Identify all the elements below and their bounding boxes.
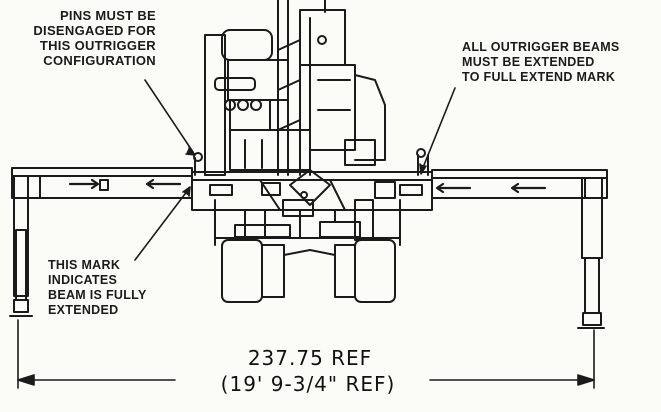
mark-note-line: INDICATES: [48, 273, 118, 287]
fully-extended-mark-note: THIS MARK INDICATES BEAM IS FULLY EXTEND…: [48, 258, 147, 318]
mark-note-line: BEAM IS FULLY: [48, 288, 147, 302]
leader-lines: [134, 79, 456, 261]
mark-note-line: THIS MARK: [48, 258, 121, 272]
dimension-primary: 237.75 REF: [247, 346, 373, 370]
pins-note-line: DISENGAGED FOR: [33, 23, 156, 38]
beams-note-line: TO FULL EXTEND MARK: [462, 70, 616, 84]
pins-disengaged-note: PINS MUST BE DISENGAGED FOR THIS OUTRIGG…: [8, 8, 156, 68]
pins-note-line: PINS MUST BE: [59, 8, 156, 23]
crane-structure: [204, 0, 386, 176]
dimension-secondary: (19' 9-3/4" REF): [220, 372, 396, 396]
right-outrigger: [431, 169, 608, 329]
mark-note-line: EXTENDED: [48, 303, 119, 317]
beams-note-line: ALL OUTRIGGER BEAMS: [462, 40, 620, 54]
beams-extended-note: ALL OUTRIGGER BEAMS MUST BE EXTENDED TO …: [462, 40, 620, 85]
chassis: [191, 148, 433, 241]
pins-note-line: CONFIGURATION: [43, 53, 156, 68]
left-outrigger: [9, 167, 193, 317]
dimension-line: [17, 319, 595, 389]
wheels: [214, 199, 401, 303]
beams-note-line: MUST BE EXTENDED: [462, 55, 595, 69]
pins-note-line: THIS OUTRIGGER: [39, 38, 156, 53]
